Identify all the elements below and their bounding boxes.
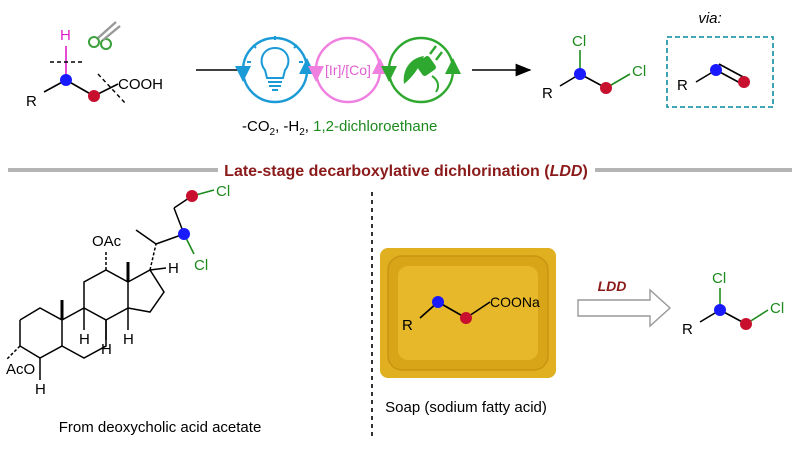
alkene-intermediate: via: R — [666, 10, 774, 108]
product-cl-right: Cl — [632, 63, 646, 80]
intermediate-r-label: R — [677, 77, 688, 94]
soap-caption: Soap (sodium fatty acid) — [385, 399, 547, 416]
hydrogen-label: H — [60, 27, 71, 44]
h-label-3: H — [123, 331, 134, 348]
soap-molecule: R COONa — [402, 294, 540, 334]
steroid-blue-atom — [178, 228, 190, 240]
h-label-2: H — [101, 341, 112, 358]
aco-label: AcO — [6, 361, 35, 378]
product-red-atom — [600, 82, 612, 94]
h-label-1: H — [79, 331, 90, 348]
substrate-molecule: H R COOH — [26, 21, 163, 110]
intermediate-red-atom — [738, 76, 750, 88]
plug-leaf-icon — [403, 45, 443, 93]
steroid-red-atom — [186, 190, 198, 202]
product-cl-top: Cl — [572, 33, 586, 50]
steroid-molecule — [5, 195, 193, 380]
conditions-text: -CO2, -H2, 1,2-dichloroethane — [242, 118, 437, 138]
steroid-cl-bottom: Cl — [194, 257, 208, 274]
soap-product-r-label: R — [682, 321, 693, 338]
h-label-5: H — [168, 260, 179, 277]
substrate-r-label: R — [26, 93, 37, 110]
soap-r-label: R — [402, 317, 413, 334]
lightbulb-icon — [247, 36, 303, 91]
product-blue-atom — [574, 68, 586, 80]
ldd-arrow: LDD — [577, 278, 672, 328]
steroid-caption: From deoxycholic acid acetate — [59, 419, 262, 436]
coona-label: COONa — [490, 294, 540, 310]
intermediate-blue-atom — [710, 64, 722, 76]
dichloride-product: Cl Cl R — [542, 33, 646, 102]
steroid-cl-top: Cl — [216, 183, 230, 200]
ldd-arrow-label: LDD — [598, 278, 627, 294]
catalyst-label: [Ir]/[Co] — [325, 62, 371, 78]
soap-product-red-atom — [740, 318, 752, 330]
soap-product-blue-atom — [714, 304, 726, 316]
soap-product: Cl Cl R — [682, 270, 784, 338]
oac-label: OAc — [92, 233, 122, 250]
section-title: Late-stage decarboxylative dichlorinatio… — [224, 163, 588, 180]
product-r-label: R — [542, 85, 553, 102]
steroid-atoms: Cl Cl OAc AcO H H H H H From deoxycholic… — [6, 183, 261, 436]
catalytic-cycles: [Ir]/[Co] -CO2, -H2, 1,2-dichloroethane — [235, 36, 461, 138]
soap-product-cl-top: Cl — [712, 270, 726, 287]
via-label: via: — [698, 10, 721, 27]
scissors-icon — [88, 21, 121, 50]
h-label-4: H — [35, 381, 46, 398]
cooh-label: COOH — [118, 76, 163, 93]
intermediate-box — [666, 36, 774, 108]
red-carbon-atom — [88, 90, 100, 102]
blue-carbon-atom — [60, 74, 72, 86]
soap-product-cl-right: Cl — [770, 300, 784, 317]
soap-red-atom — [460, 312, 472, 324]
soap-blue-atom — [432, 296, 444, 308]
